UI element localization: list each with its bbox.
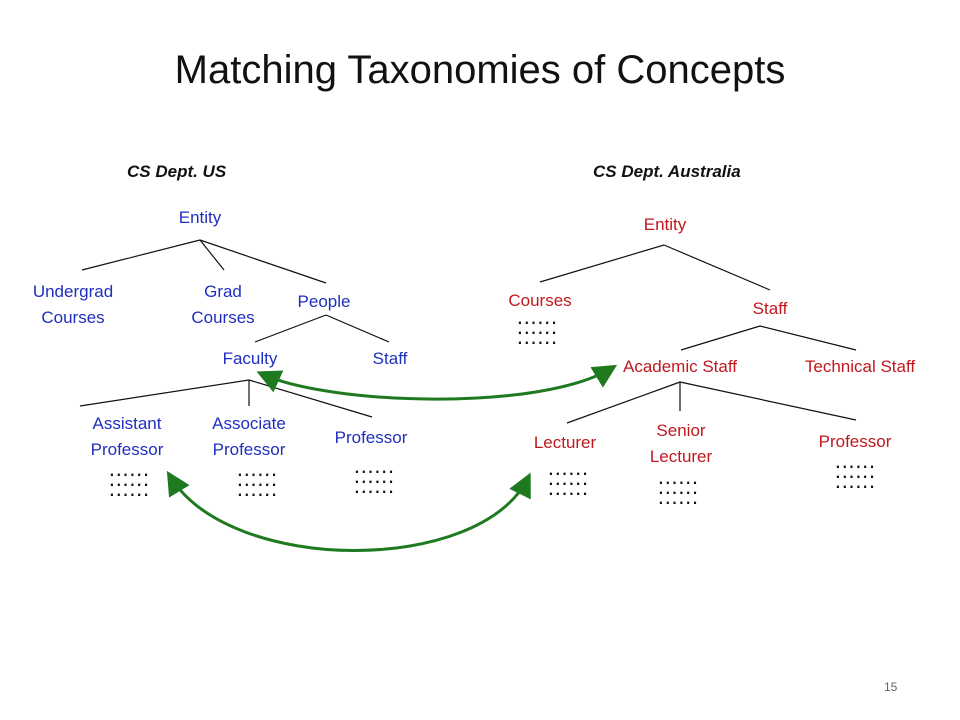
edge-us-entity-grad — [199, 239, 225, 271]
us-node-undergrad-courses-line1: Undergrad — [32, 282, 114, 301]
dots-row: ...... — [834, 467, 876, 482]
dots-row: ...... — [657, 473, 699, 488]
dots-row: ...... — [834, 457, 876, 472]
slide-title: Matching Taxonomies of Concepts — [174, 48, 786, 92]
dots-row: ...... — [547, 474, 589, 489]
au-senior-lecturer-more-dots: ...... ...... ...... — [657, 473, 699, 508]
us-node-entity: Entity — [178, 208, 222, 227]
us-node-grad-courses-line2: Courses — [191, 308, 255, 327]
us-node-undergrad-courses: Undergrad Courses — [20, 279, 126, 331]
au-node-entity: Entity — [643, 215, 687, 234]
us-node-undergrad-courses-line2: Courses — [41, 308, 105, 327]
us-node-associate-professor-line1: Associate — [212, 414, 286, 433]
us-node-faculty: Faculty — [222, 349, 278, 368]
dots-row: ...... — [236, 475, 278, 490]
au-node-technical-staff: Technical Staff — [804, 357, 916, 376]
dots-row: ...... — [516, 323, 558, 338]
dots-row: ...... — [108, 465, 150, 480]
au-node-academic-staff: Academic Staff — [622, 357, 738, 376]
au-node-lecturer: Lecturer — [533, 433, 597, 452]
edge-us-people-staff — [325, 314, 390, 343]
au-node-senior-lecturer-line2: Lecturer — [649, 447, 713, 466]
dots-row: ...... — [236, 485, 278, 500]
dots-row: ...... — [657, 483, 699, 498]
us-professor-more-dots: ...... ...... ...... — [353, 462, 395, 497]
dots-row: ...... — [353, 482, 395, 497]
dots-row: ...... — [353, 472, 395, 487]
match-arrow-assistant-professor-lecturer — [166, 470, 531, 552]
dots-row: ...... — [353, 462, 395, 477]
dots-row: ...... — [516, 313, 558, 328]
dots-row: ...... — [547, 484, 589, 499]
us-node-associate-professor-line2: Professor — [212, 440, 286, 459]
dots-row: ...... — [516, 333, 558, 348]
us-associate-more-dots: ...... ...... ...... — [236, 465, 278, 500]
us-node-assistant-professor: Assistant Professor — [72, 411, 182, 463]
dots-row: ...... — [108, 475, 150, 490]
us-node-people: People — [297, 292, 351, 311]
page-number: 15 — [884, 680, 898, 694]
dots-row: ...... — [834, 477, 876, 492]
us-node-assistant-professor-line1: Assistant — [92, 414, 162, 433]
dots-row: ...... — [657, 493, 699, 508]
au-lecturer-more-dots: ...... ...... ...... — [547, 464, 589, 499]
edge-au-academic-lecturer — [566, 381, 681, 424]
edge-us-people-faculty — [254, 314, 327, 343]
us-node-associate-professor: Associate Professor — [194, 411, 304, 463]
dots-row: ...... — [547, 464, 589, 479]
us-taxonomy-heading: CS Dept. US — [127, 162, 227, 181]
au-professor-more-dots: ...... ...... ...... — [834, 457, 876, 492]
dots-row: ...... — [236, 465, 278, 480]
us-node-grad-courses: Grad Courses — [170, 279, 276, 331]
us-assistant-more-dots: ...... ...... ...... — [108, 465, 150, 500]
au-node-professor: Professor — [818, 432, 892, 451]
edge-au-staff-technical — [759, 325, 857, 351]
au-node-courses: Courses — [508, 291, 572, 310]
edge-au-academic-professor — [679, 381, 857, 421]
edge-us-faculty-assistant — [79, 379, 250, 407]
au-taxonomy-heading: CS Dept. Australia — [593, 162, 741, 181]
edge-au-entity-staff — [663, 244, 771, 291]
edge-us-entity-people — [199, 239, 327, 284]
match-arrow-faculty-academic-staff — [256, 364, 618, 401]
edge-us-entity-undergrad — [81, 239, 201, 271]
us-node-assistant-professor-line2: Professor — [90, 440, 164, 459]
us-node-grad-courses-line1: Grad — [204, 282, 242, 301]
au-courses-more-dots: ...... ...... ...... — [516, 313, 558, 348]
au-node-staff: Staff — [752, 299, 788, 318]
au-node-senior-lecturer-line1: Senior — [656, 421, 706, 440]
edge-au-entity-courses — [539, 244, 665, 283]
edge-au-staff-academic — [680, 325, 761, 351]
dots-row: ...... — [108, 485, 150, 500]
us-node-professor: Professor — [334, 428, 408, 447]
us-node-staff: Staff — [372, 349, 408, 368]
au-node-senior-lecturer: Senior Lecturer — [626, 418, 736, 470]
